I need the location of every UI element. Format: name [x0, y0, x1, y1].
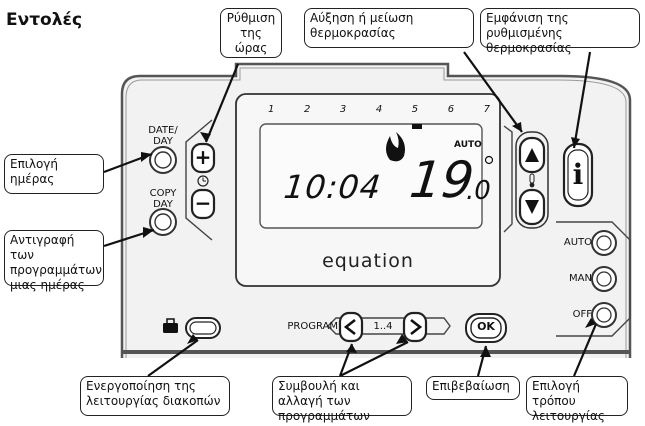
program-prev-button[interactable]: [338, 311, 364, 343]
lcd-day: 1: [268, 104, 275, 115]
info-button[interactable]: [562, 142, 594, 208]
mode-auto-button[interactable]: [591, 230, 617, 256]
program-next-button[interactable]: [402, 311, 428, 343]
lcd-day: 4: [375, 104, 383, 115]
callout-show-temp: Εμφάνιση της ρυθμισμένης θερμοκρασίας: [480, 8, 640, 55]
callout-set-time: Ρύθμιση της ώρας: [220, 8, 282, 58]
lcd-day: 5: [411, 104, 419, 115]
mode-man-label: MAN: [569, 273, 592, 284]
lcd-time: 10:04: [282, 168, 384, 206]
mode-auto-label: AUTO: [563, 237, 592, 248]
lcd-day: 7: [483, 104, 490, 115]
briefcase-icon: [163, 318, 178, 333]
mode-off-button[interactable]: [591, 302, 617, 328]
chevron-right-icon: [410, 318, 423, 336]
holiday-button[interactable]: [185, 317, 221, 339]
callout-program-advice: Συμβουλή και αλλαγή των προγραμμάτων: [272, 376, 412, 423]
copy-day-button[interactable]: [149, 208, 177, 236]
arrow-up-icon: [525, 148, 539, 162]
callout-holiday-mode: Ενεργοποίηση της λειτουργίας διακοπών: [80, 376, 230, 416]
flame-icon: [386, 132, 405, 162]
page-heading: Εντολές: [6, 10, 83, 30]
callout-temp-adjust: Αύξηση ή μείωση θερμοκρασίας: [304, 8, 474, 48]
date-day-label: DATE/ DAY: [148, 125, 178, 147]
current-day-marker: [412, 124, 422, 129]
lcd-day: 2: [303, 104, 311, 115]
time-plus-button[interactable]: [190, 142, 216, 174]
chevron-left-icon: [343, 318, 356, 336]
lcd-mode-indicator: AUTO: [454, 140, 482, 150]
info-icon: i: [572, 158, 584, 191]
callout-copy-programs: Αντιγραφή των προγραμμάτων μιας ημέρας: [4, 230, 104, 292]
arrow-down-icon: [525, 200, 539, 214]
lcd-day: 6: [447, 104, 455, 115]
clock-icon: [197, 175, 209, 187]
copy-day-label: COPY DAY: [149, 188, 177, 210]
mode-off-label: OFF: [572, 309, 592, 320]
brand-label: equation: [322, 250, 414, 272]
lcd-temperature-decimal: .0: [466, 176, 491, 206]
mode-man-button[interactable]: [591, 266, 617, 292]
lcd-day: 3: [339, 104, 347, 115]
ok-button[interactable]: [465, 313, 507, 343]
lcd-day-row: 1 2 3 4 5 6 7: [268, 104, 490, 115]
callout-mode-select: Επιλογή τρόπου λειτουργίας: [526, 376, 628, 423]
ok-label: OK: [477, 320, 495, 333]
thermometer-icon: [529, 173, 535, 188]
callout-select-day: Επιλογή ημέρας: [4, 154, 104, 194]
time-minus-button[interactable]: [190, 188, 216, 220]
lcd-screen: [259, 123, 483, 229]
program-label: PROGRAM: [287, 321, 338, 332]
date-day-button[interactable]: [149, 146, 177, 174]
callout-confirm: Επιβεβαίωση: [426, 376, 520, 400]
program-range: 1..4: [373, 321, 393, 332]
